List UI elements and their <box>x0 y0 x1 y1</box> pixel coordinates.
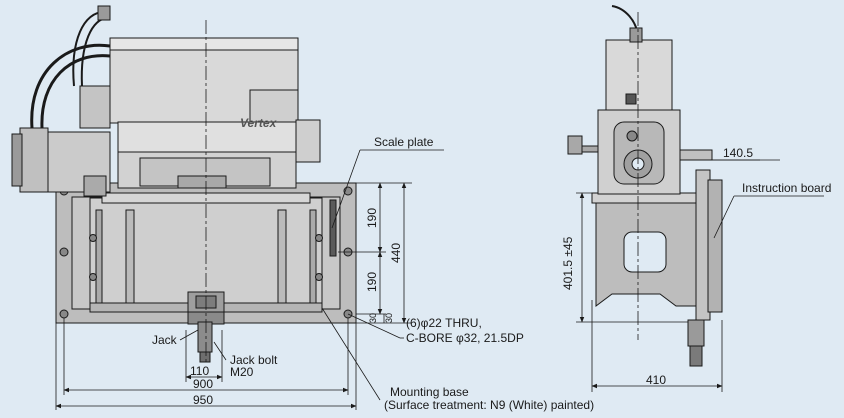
holes-note-line2: C-BORE φ32, 21.5DP <box>406 331 524 345</box>
side-dimensions <box>576 159 824 392</box>
front-view <box>11 5 357 365</box>
jack-label: Jack <box>152 333 178 347</box>
dim-190-top: 190 <box>365 208 379 228</box>
dim-190-bottom: 190 <box>365 272 379 292</box>
dim-900: 900 <box>193 377 213 391</box>
jack-bolt-label: Jack bolt <box>230 353 278 367</box>
surface-treatment-label: (Surface treatment: N9 (White) painted) <box>384 398 594 412</box>
dim-140-5: 140.5 <box>723 146 753 160</box>
dim-950: 950 <box>193 393 213 407</box>
mounting-base-label: Mounting base <box>390 385 469 399</box>
instruction-board-label: Instruction board <box>742 181 831 195</box>
dim-410: 410 <box>646 373 666 387</box>
side-view <box>567 5 723 367</box>
dim-110: 110 <box>190 364 209 378</box>
holes-note-line1: (6)φ22 THRU, <box>406 316 482 330</box>
dim-30-a: 30 <box>368 313 378 323</box>
front-dimensions <box>55 149 444 410</box>
dim-440: 440 <box>389 243 403 263</box>
scale-plate <box>329 199 337 257</box>
dim-401-5: 401.5 ±45 <box>561 236 575 290</box>
jack-bolt-size: M20 <box>230 365 254 379</box>
dim-30-b: 30 <box>384 313 394 323</box>
scale-plate-label: Scale plate <box>374 135 434 149</box>
jack-post <box>197 321 213 353</box>
motor-unit <box>19 127 49 193</box>
brand-logo: Vertex <box>240 116 278 130</box>
